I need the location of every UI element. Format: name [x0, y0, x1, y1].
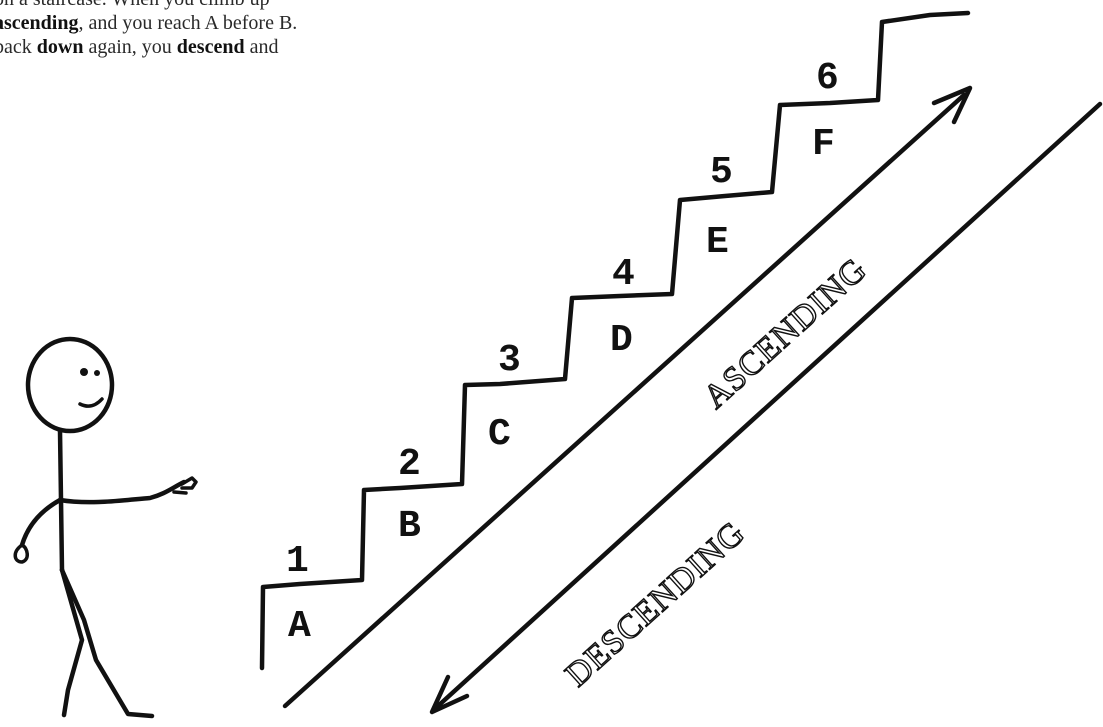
step-letter-f: F [812, 123, 835, 166]
step-letter-a: A [288, 605, 311, 648]
descending-label: DESCENDING [559, 514, 753, 694]
step-letter-c: C [488, 413, 511, 456]
step-letter-e: E [706, 221, 729, 264]
step-number-1: 1 [286, 540, 309, 583]
step-number-5: 5 [710, 151, 733, 194]
step-number-6: 6 [816, 57, 839, 100]
step-letter-d: D [610, 319, 633, 362]
step-letter-b: B [398, 505, 421, 548]
stick-figure-icon [15, 339, 196, 716]
step-number-2: 2 [398, 443, 421, 486]
arrow-down-left-icon [432, 104, 1100, 712]
step-number-4: 4 [612, 253, 635, 296]
step-number-3: 3 [498, 339, 521, 382]
